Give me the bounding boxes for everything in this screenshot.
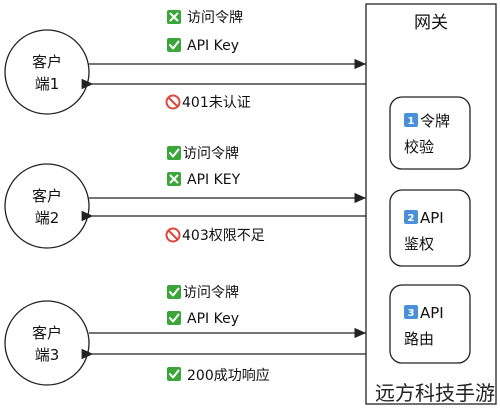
cross-icon [167, 10, 181, 24]
client-2-request-1: 访问令牌 [167, 145, 239, 162]
svg-text:401未认证: 401未认证 [182, 95, 251, 111]
prohibited-icon [165, 94, 181, 110]
client-2-request-2: API KEY [167, 172, 241, 188]
client-1-line2: 端1 [35, 75, 60, 93]
client-3-line2: 端3 [35, 346, 60, 364]
client-2-line2: 端2 [35, 209, 60, 227]
svg-text:1: 1 [408, 116, 415, 127]
badge-2-icon: 2 [404, 210, 418, 224]
gateway-step-3: 3 API 路由 [389, 284, 471, 364]
client-1-line1: 客户 [32, 53, 62, 71]
svg-text:200成功响应: 200成功响应 [187, 367, 270, 384]
client-2-line1: 客户 [32, 187, 62, 205]
svg-text:2: 2 [408, 213, 415, 224]
check-icon [167, 38, 181, 52]
svg-text:访问令牌: 访问令牌 [183, 284, 239, 301]
badge-1-icon: 1 [404, 113, 418, 127]
client-1-response: 401未认证 [165, 94, 251, 111]
svg-text:访问令牌: 访问令牌 [187, 9, 243, 26]
step-3-line2: 路由 [404, 330, 434, 348]
cross-icon [167, 172, 181, 186]
client-2: 客户 端2 [4, 163, 90, 249]
client-1-request-2: API Key [167, 38, 239, 54]
svg-text:403权限不足: 403权限不足 [182, 228, 265, 244]
check-icon [167, 146, 181, 160]
check-icon [167, 311, 181, 325]
step-1-line2: 校验 [404, 138, 434, 156]
step-1-line1: 令牌 [420, 112, 450, 130]
gateway-step-2: 2 API 鉴权 [389, 189, 471, 267]
step-2-line1: API [420, 209, 444, 227]
client-3-request-1: 访问令牌 [167, 284, 239, 301]
gateway-step-1: 1 令牌 校验 [389, 96, 471, 170]
step-2-line2: 鉴权 [404, 235, 434, 253]
check-icon [167, 285, 181, 299]
client-3-request-2: API Key [167, 311, 239, 327]
svg-text:API Key: API Key [187, 311, 239, 327]
check-icon [167, 367, 181, 381]
client-1: 客户 端1 [4, 29, 90, 115]
svg-text:API KEY: API KEY [187, 172, 241, 188]
step-3-line1: API [420, 304, 444, 322]
client-3-response: 200成功响应 [167, 367, 270, 384]
svg-text:访问令牌: 访问令牌 [183, 145, 239, 162]
client-1-request-1: 访问令牌 [167, 9, 243, 26]
svg-text:3: 3 [408, 308, 415, 319]
gateway-title: 网关 [414, 13, 448, 33]
watermark: 远方科技手游 [375, 381, 495, 405]
client-3: 客户 端3 [4, 300, 90, 386]
client-3-line1: 客户 [32, 324, 62, 342]
badge-3-icon: 3 [404, 305, 418, 319]
client-2-response: 403权限不足 [165, 227, 265, 244]
svg-text:API Key: API Key [187, 38, 239, 54]
prohibited-icon [165, 227, 181, 243]
